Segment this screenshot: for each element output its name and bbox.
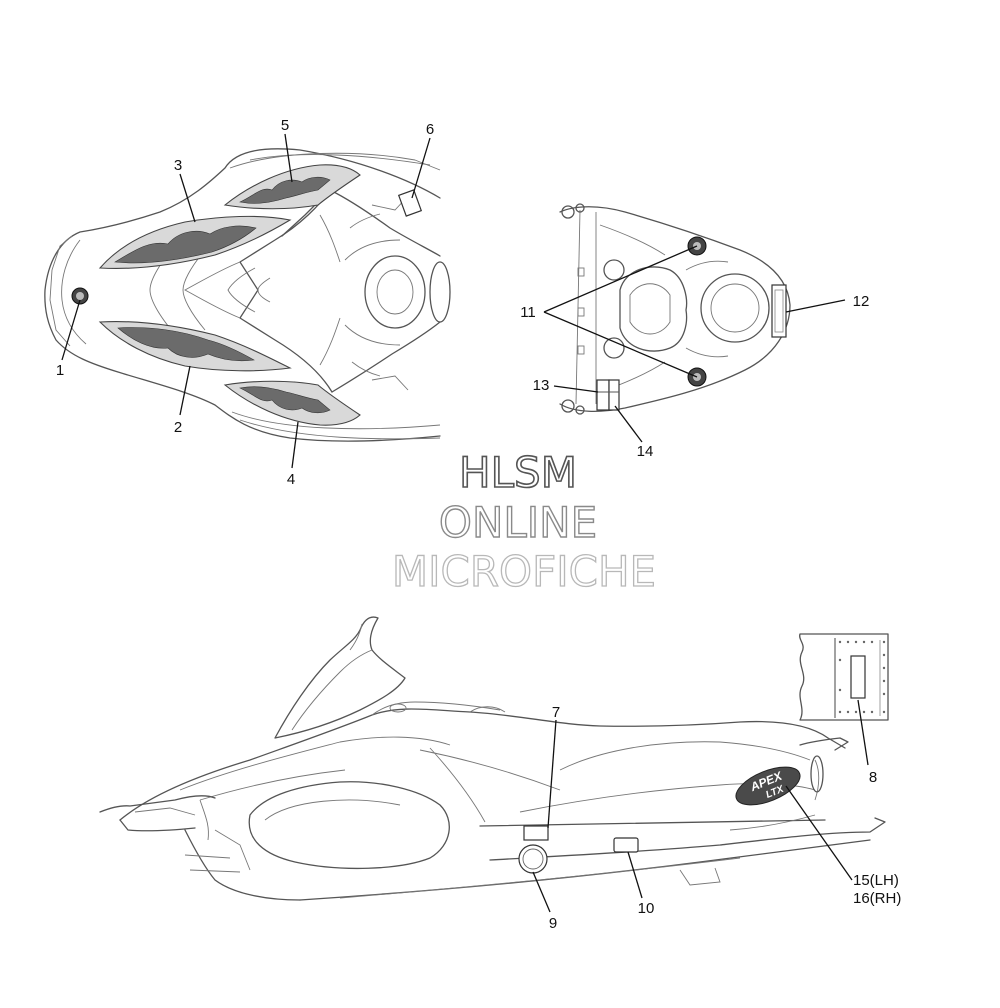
decal-6-shape xyxy=(397,189,423,217)
leader-lines xyxy=(61,133,869,913)
apex-ltx-emblem: APEX LTX xyxy=(735,766,801,806)
detail-inset xyxy=(799,633,889,721)
callout-12: 12 xyxy=(853,293,870,310)
watermark-line-2: ONLINE xyxy=(439,498,597,547)
watermark-line-3: MICROFICHE xyxy=(392,547,656,596)
decal-13-shape xyxy=(596,379,610,411)
callout-15-lh: 15(LH) xyxy=(853,872,899,889)
callout-7: 7 xyxy=(552,704,560,721)
callout-6: 6 xyxy=(426,121,434,138)
decal-14-shape xyxy=(608,379,620,411)
decal-7-shape xyxy=(523,825,549,841)
watermark: HLSM ONLINE MICROFICHE xyxy=(391,447,656,596)
callout-labels: 1 2 3 4 5 6 7 8 9 10 11 12 13 14 15(LH) … xyxy=(56,117,902,932)
callout-1: 1 xyxy=(56,362,64,379)
decal-10-shape xyxy=(613,837,639,853)
callout-9: 9 xyxy=(549,915,557,932)
callout-2: 2 xyxy=(174,419,182,436)
sled-side-view: APEX LTX xyxy=(99,616,886,901)
hood-top-view xyxy=(44,148,451,442)
decal-12-shape xyxy=(771,284,787,338)
callout-5: 5 xyxy=(281,117,289,134)
decal-8-shape xyxy=(850,655,866,699)
callout-14: 14 xyxy=(637,443,654,460)
callout-16-rh: 16(RH) xyxy=(853,890,901,907)
callout-8: 8 xyxy=(869,769,877,786)
seat-top-view xyxy=(559,203,791,415)
callout-11: 11 xyxy=(520,304,536,321)
callout-4: 4 xyxy=(287,471,295,488)
callout-13: 13 xyxy=(533,377,550,394)
callout-3: 3 xyxy=(174,157,182,174)
callout-10: 10 xyxy=(638,900,655,917)
watermark-line-1: HLSM xyxy=(459,448,577,497)
